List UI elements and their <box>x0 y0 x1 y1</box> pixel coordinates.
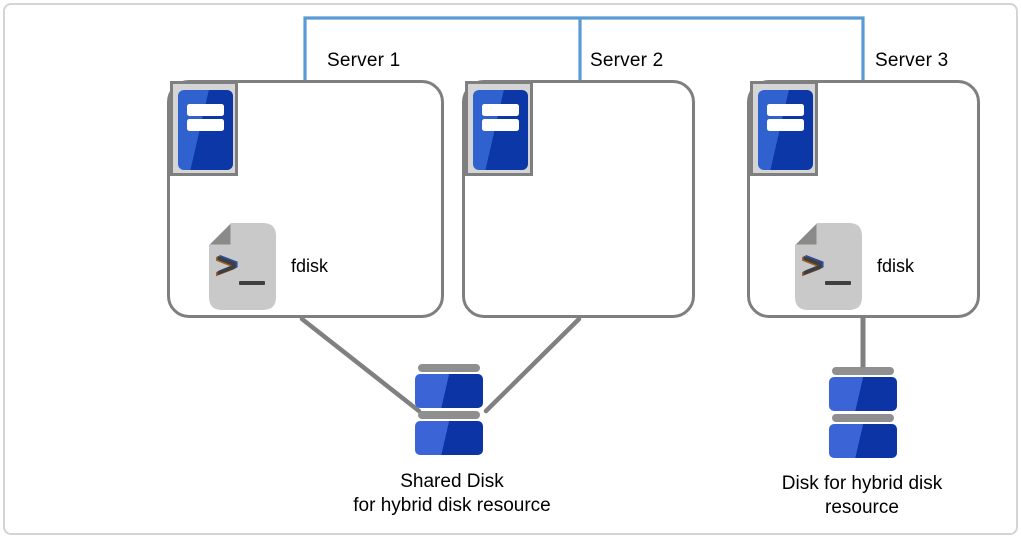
server3-label: Server 3 <box>875 50 949 71</box>
server-icon-slot <box>482 104 519 116</box>
prompt-glyph-shadow: > <box>215 246 236 287</box>
single-disk-caption-line1: Disk for hybrid disk <box>781 473 943 494</box>
fdisk-file-icon: > > > <box>795 223 862 310</box>
fdisk-file-icon: > > > <box>209 223 276 310</box>
disk-cap <box>832 367 894 375</box>
server3-box: > > > fdisk <box>747 80 980 318</box>
prompt-glyph: > <box>216 245 237 286</box>
server-icon <box>170 81 238 176</box>
server1-shared-disk-link <box>299 316 422 414</box>
document-fold <box>210 224 231 245</box>
prompt-glyph-shadow: > <box>801 246 822 287</box>
single-disk-caption: Disk for hybrid disk resource <box>742 472 982 520</box>
server-icon-panel <box>758 90 813 170</box>
shared-disk-caption-line1: Shared Disk <box>400 471 504 492</box>
server3-fdisk-group: > > > fdisk <box>795 223 914 310</box>
server2-shared-disk-link <box>483 316 582 414</box>
prompt-glyph-shadow: > <box>218 244 239 285</box>
single-disk-icon <box>829 367 897 458</box>
shared-disk-caption-line2: for hybrid disk resource <box>353 495 551 516</box>
server-icon <box>465 81 533 176</box>
fdisk-label: fdisk <box>291 256 329 276</box>
document-shape <box>209 223 276 310</box>
server-icon-panel <box>178 90 233 170</box>
disk-cap <box>418 364 480 372</box>
disk-cap <box>418 411 480 419</box>
network-interconnect-line <box>303 16 865 80</box>
server2-label: Server 2 <box>590 50 664 71</box>
prompt-underscore <box>239 281 265 285</box>
disk-platter <box>415 374 483 408</box>
document-fold <box>796 224 817 245</box>
server-icon <box>750 81 818 176</box>
shared-disk-icon <box>415 364 483 455</box>
disk-cap <box>832 414 894 422</box>
shared-disk-caption: Shared Disk for hybrid disk resource <box>302 470 602 518</box>
server1-label: Server 1 <box>327 50 401 71</box>
disk-platter <box>415 421 483 455</box>
server-icon-panel <box>473 90 528 170</box>
server-icon-slot <box>187 119 224 131</box>
server1-box: > > > fdisk <box>167 80 444 318</box>
server-icon-slot <box>482 119 519 131</box>
prompt-underscore <box>825 281 851 285</box>
server-icon-slot <box>767 104 804 116</box>
disk-platter <box>829 424 897 458</box>
server1-fdisk-group: > > > fdisk <box>209 223 328 310</box>
prompt-glyph: > <box>802 245 823 286</box>
fdisk-label: fdisk <box>877 256 915 276</box>
prompt-glyph-shadow: > <box>804 244 825 285</box>
single-disk-caption-line2: resource <box>825 497 899 518</box>
server2-box <box>462 80 695 318</box>
server-icon-slot <box>187 104 224 116</box>
server-icon-slot <box>767 119 804 131</box>
document-shape <box>795 223 862 310</box>
disk-platter <box>829 377 897 411</box>
